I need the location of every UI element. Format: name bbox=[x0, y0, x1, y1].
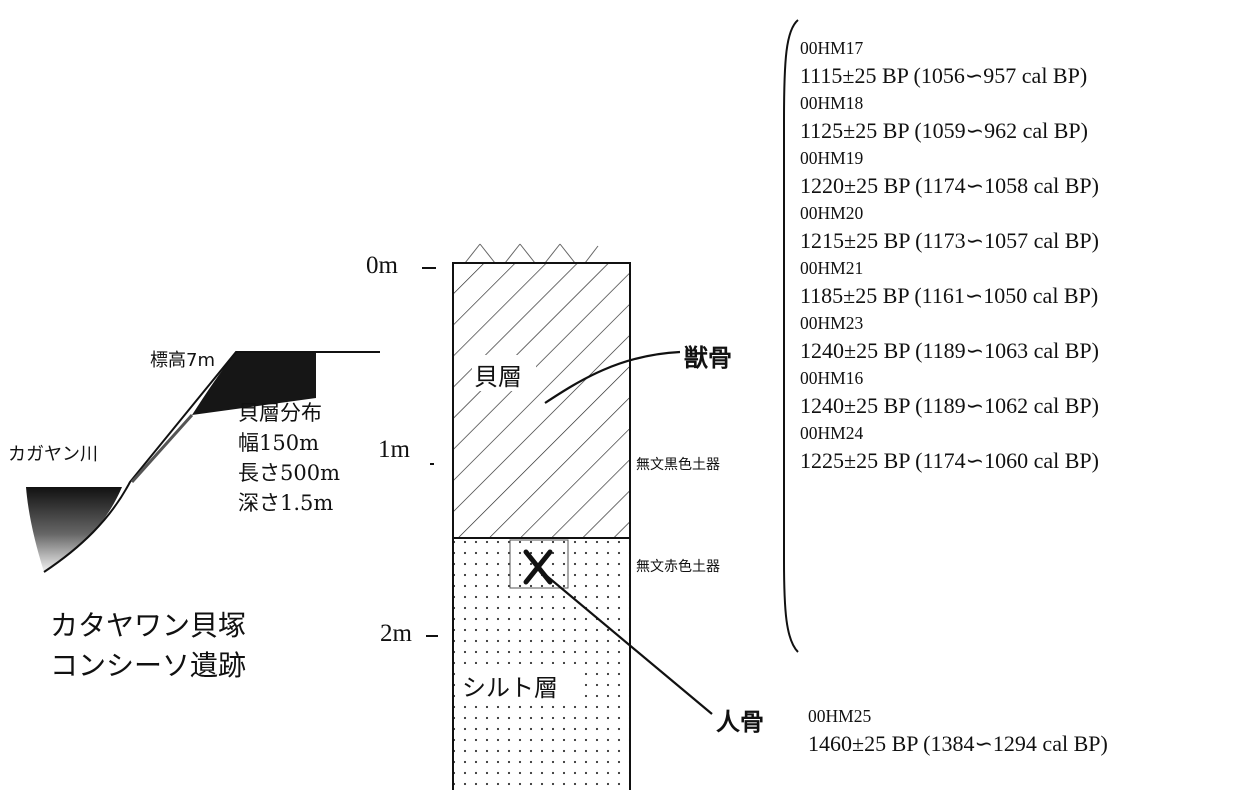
shell-layer-label: 貝層 bbox=[474, 363, 522, 391]
radiocarbon-date: 1125±25 BP (1059∽962 cal BP) bbox=[800, 118, 1088, 143]
shell-distribution-info: 貝層分布 幅150m 長さ500m 深さ1.5m bbox=[238, 398, 340, 518]
human-bone-leader bbox=[541, 571, 713, 715]
radiocarbon-date: 1240±25 BP (1189∽1063 cal BP) bbox=[800, 338, 1099, 363]
radiocarbon-date: 1185±25 BP (1161∽1050 cal BP) bbox=[800, 283, 1099, 308]
shell-distribution-depth: 深さ1.5m bbox=[238, 491, 334, 515]
river-label: カガヤン川 bbox=[8, 444, 98, 465]
radiocarbon-date: 1115±25 BP (1056∽957 cal BP) bbox=[800, 63, 1088, 88]
depth-label-2m: 2m bbox=[380, 620, 412, 647]
sample-code: 00HM25 bbox=[808, 706, 872, 726]
depth-ticks bbox=[422, 267, 438, 637]
shell-layer-block bbox=[452, 262, 631, 539]
sample-code: 00HM18 bbox=[800, 93, 864, 113]
silt-label-bg bbox=[460, 664, 578, 704]
surface-marks bbox=[464, 243, 599, 264]
radiocarbon-date: 1215±25 BP (1173∽1057 cal BP) bbox=[800, 228, 1099, 253]
site-name: カタヤワン貝塚 コンシーソ遺跡 bbox=[50, 606, 246, 686]
sample-code: 00HM16 bbox=[800, 368, 864, 388]
site-name-line2: コンシーソ遺跡 bbox=[50, 649, 247, 682]
red-pottery-label: 無文赤色土器 bbox=[636, 559, 720, 575]
sample-code: 00HM17 bbox=[800, 38, 864, 58]
silt-layer-label: シルト層 bbox=[462, 674, 558, 702]
human-bone-date: 00HM25 1460±25 BP (1384∽1294 cal BP) bbox=[808, 704, 1108, 759]
animal-bone-label: 獣骨 bbox=[684, 343, 732, 372]
shell-layer-deposit bbox=[192, 352, 316, 415]
radiocarbon-date: 1225±25 BP (1174∽1060 cal BP) bbox=[800, 448, 1099, 473]
sample-code: 00HM21 bbox=[800, 258, 864, 278]
date-list-bracket bbox=[783, 19, 799, 653]
human-bone-label: 人骨 bbox=[716, 707, 764, 736]
site-name-line1: カタヤワン貝塚 bbox=[50, 609, 247, 642]
depth-label-0m: 0m bbox=[366, 252, 398, 279]
radiocarbon-date: 1220±25 BP (1174∽1058 cal BP) bbox=[800, 173, 1099, 198]
sample-code: 00HM20 bbox=[800, 203, 864, 223]
animal-bone-leader bbox=[544, 350, 681, 404]
human-bone-cross-mark bbox=[523, 549, 553, 585]
elevation-label: 標高7m bbox=[150, 350, 215, 371]
shell-distribution-width: 幅150m bbox=[238, 431, 319, 455]
animal-bone-date-list: 00HM17 1115±25 BP (1056∽957 cal BP) 00HM… bbox=[800, 36, 1099, 476]
depth-label-1m: 1m bbox=[378, 436, 410, 463]
sample-code: 00HM23 bbox=[800, 313, 864, 333]
slope-shading bbox=[130, 413, 194, 484]
ground-line bbox=[43, 351, 380, 573]
river-water bbox=[26, 487, 122, 572]
sample-code: 00HM19 bbox=[800, 148, 864, 168]
radiocarbon-date: 1240±25 BP (1189∽1062 cal BP) bbox=[800, 393, 1099, 418]
terrain-profile bbox=[26, 351, 380, 573]
radiocarbon-date: 1460±25 BP (1384∽1294 cal BP) bbox=[808, 731, 1108, 756]
black-pottery-label: 無文黒色土器 bbox=[636, 457, 720, 473]
sample-code: 00HM24 bbox=[800, 423, 864, 443]
shell-distribution-title: 貝層分布 bbox=[238, 401, 322, 425]
shell-distribution-length: 長さ500m bbox=[238, 461, 340, 485]
shell-label-bg bbox=[472, 355, 536, 391]
